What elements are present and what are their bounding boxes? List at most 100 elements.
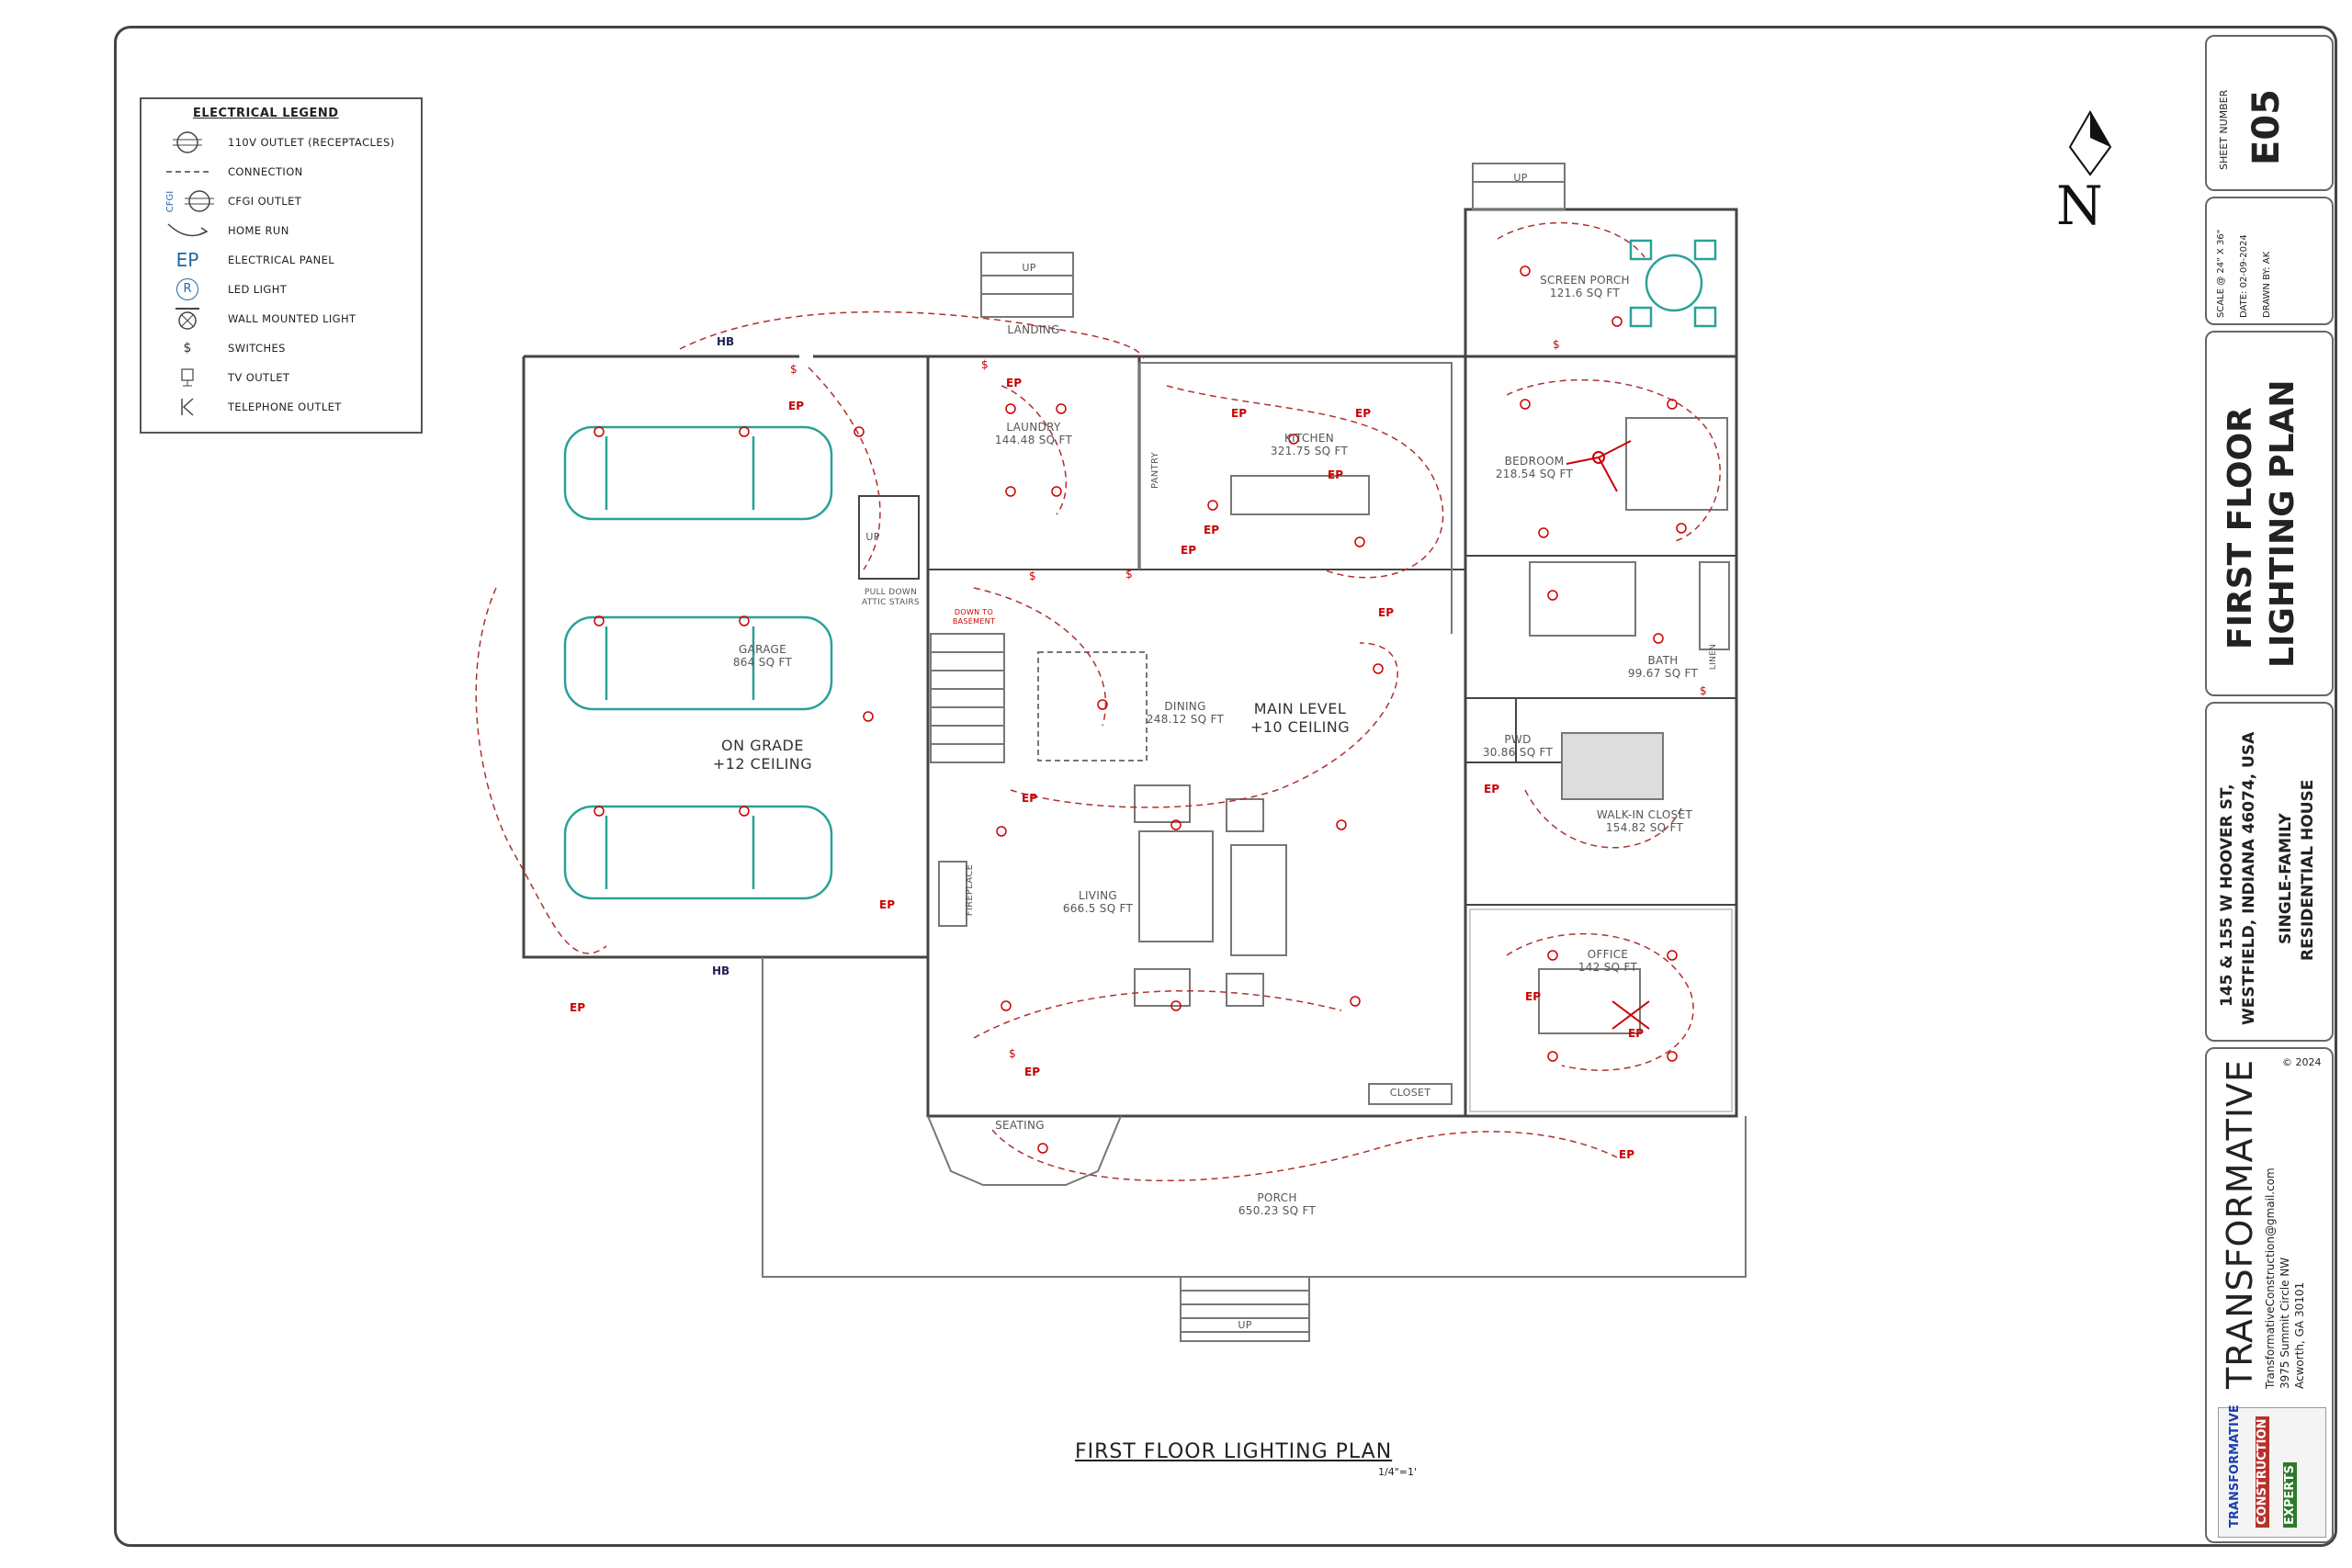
ep-marker: EP — [1024, 1066, 1040, 1078]
company-city: Acworth, GA 30101 — [2293, 1281, 2306, 1389]
sheet-number-label: SHEET NUMBER — [2218, 89, 2230, 170]
ep-marker: EP — [570, 1001, 585, 1014]
title-block: SHEET NUMBER E05 SCALE @ 24" X 36" DATE:… — [2201, 26, 2337, 1547]
date-info: DATE: 02-09-2024 — [2239, 234, 2249, 318]
outlet-icon — [160, 129, 215, 156]
stair-up-label: UP — [1513, 172, 1528, 184]
hose-bib-marker: HB — [717, 335, 735, 348]
legend-label: ELECTRICAL PANEL — [228, 254, 335, 266]
switch-marker: $ — [790, 363, 797, 376]
hose-bib-marker: HB — [712, 964, 730, 977]
sheet-title-line1: FIRST FLOOR — [2222, 407, 2259, 649]
legend-row-connection: CONNECTION — [141, 158, 417, 186]
legend-row-led: R LED LIGHT — [141, 276, 417, 303]
tv-outlet-icon — [160, 364, 215, 391]
legend-label: TV OUTLET — [228, 371, 290, 384]
company-box: © 2024 TRANSFORMATIVE TransformativeCons… — [2205, 1047, 2334, 1543]
switch-marker: $ — [1125, 568, 1133, 581]
ep-marker: EP — [1231, 407, 1247, 420]
north-arrow-icon — [2068, 110, 2112, 176]
ep-marker: EP — [1525, 990, 1541, 1003]
room-linen: LINEN — [1709, 643, 1718, 671]
room-seating: SEATING — [995, 1119, 1045, 1132]
project-type-line2: RESIDENTIAL HOUSE — [2299, 779, 2317, 961]
drawn-by-info: DRAWN BY: AK — [2262, 251, 2272, 318]
company-email: TransformativeConstruction@gmail.com — [2264, 1168, 2277, 1389]
led-light-icon: R — [160, 276, 215, 303]
legend-row-tv: TV OUTLET — [141, 364, 417, 391]
switch-marker: $ — [1029, 570, 1036, 582]
switch-icon: $ — [183, 341, 192, 355]
main-level-ceiling-note: MAIN LEVEL+10 CEILING — [1250, 700, 1351, 736]
legend-label: LED LIGHT — [228, 283, 288, 296]
connection-icon — [160, 158, 215, 186]
switch-marker: $ — [1009, 1047, 1016, 1060]
sheet-info-box: SCALE @ 24" X 36" DATE: 02-09-2024 DRAWN… — [2205, 197, 2334, 325]
sheet-number-box: SHEET NUMBER E05 — [2205, 35, 2334, 191]
garage-ceiling-note: ON GRADE+12 CEILING — [712, 737, 813, 773]
legend-label: CONNECTION — [228, 165, 303, 178]
electrical-panel-icon: EP — [175, 249, 199, 271]
company-street: 3975 Summit Circle NW — [2278, 1257, 2291, 1389]
switch-marker: $ — [1700, 684, 1707, 697]
telephone-outlet-icon — [160, 393, 215, 421]
legend-row-outlet: 110V OUTLET (RECEPTACLES) — [141, 129, 417, 156]
home-run-icon — [160, 217, 215, 244]
project-type-line1: SINGLE-FAMILY — [2277, 813, 2295, 944]
address-line2: WESTFIELD, INDIANA 46074, USA — [2240, 731, 2258, 1025]
wall-light-icon — [160, 305, 215, 333]
legend-label: 110V OUTLET (RECEPTACLES) — [228, 136, 395, 149]
fireplace-label: FIREPLACE — [965, 863, 975, 917]
ep-marker: EP — [1355, 407, 1371, 420]
stair-up-label: UP — [865, 531, 880, 543]
switch-marker: $ — [1553, 338, 1560, 351]
ep-marker: EP — [1181, 544, 1196, 557]
ep-marker: EP — [1628, 1027, 1644, 1040]
ep-marker: EP — [1022, 792, 1037, 805]
logo-bottom-text: EXPERTS — [2283, 1462, 2297, 1528]
stair-up-label: UP — [1238, 1319, 1252, 1331]
stair-up-label: UP — [1022, 262, 1036, 274]
ep-marker: EP — [1378, 606, 1394, 619]
legend-title: ELECTRICAL LEGEND — [193, 107, 339, 120]
cfgi-outlet-icon: CFGI — [160, 187, 215, 215]
legend-label: CFGI OUTLET — [228, 195, 302, 208]
switch-marker: $ — [981, 358, 989, 371]
ep-marker: EP — [1619, 1148, 1634, 1161]
company-name: TRANSFORMATIVE — [2220, 1058, 2260, 1389]
sheet-title-line2: LIGHTING PLAN — [2264, 379, 2301, 669]
legend-label: SWITCHES — [228, 342, 286, 355]
legend-row-switch: $ SWITCHES — [141, 334, 417, 362]
sheet-number: E05 — [2245, 89, 2288, 165]
ep-marker: EP — [1204, 524, 1219, 536]
legend-row-ep: EP ELECTRICAL PANEL — [141, 246, 417, 274]
electrical-legend: ELECTRICAL LEGEND 110V OUTLET (RECEPTACL… — [140, 97, 423, 434]
ep-marker: EP — [1328, 468, 1343, 481]
legend-row-wall-light: WALL MOUNTED LIGHT — [141, 305, 417, 333]
ep-marker: EP — [879, 898, 895, 911]
legend-row-telephone: TELEPHONE OUTLET — [141, 393, 417, 421]
room-closet: CLOSET — [1389, 1087, 1431, 1099]
legend-label: WALL MOUNTED LIGHT — [228, 312, 356, 325]
drawing-caption: FIRST FLOOR LIGHTING PLAN — [1075, 1440, 1393, 1463]
company-logo: TRANSFORMATIVE CONSTRUCTION EXPERTS — [2218, 1404, 2326, 1538]
drawing-sheet-border — [114, 26, 2337, 1547]
scale-info: SCALE @ 24" X 36" — [2216, 229, 2226, 318]
ep-marker: EP — [1006, 377, 1022, 389]
logo-mid-text: CONSTRUCTION — [2256, 1416, 2269, 1528]
copyright: © 2024 — [2282, 1056, 2322, 1068]
garage-cars — [563, 425, 833, 900]
legend-row-home-run: HOME RUN — [141, 217, 417, 244]
